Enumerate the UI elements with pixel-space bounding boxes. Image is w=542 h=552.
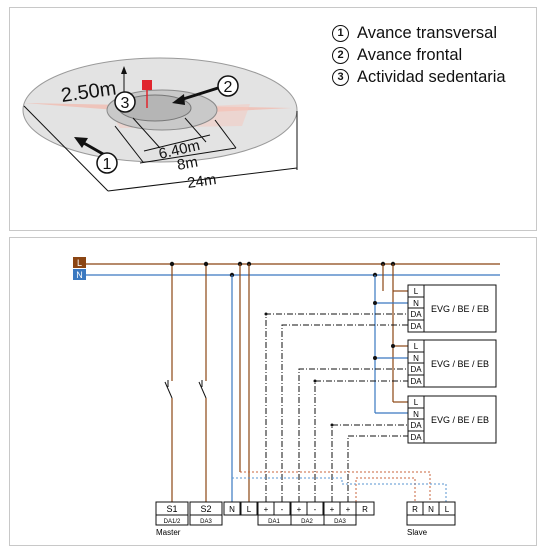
slave-label: Slave — [407, 528, 428, 537]
svg-text:N: N — [413, 354, 419, 363]
svg-text:L: L — [414, 398, 419, 407]
svg-text:DA: DA — [410, 421, 422, 430]
svg-text:S1: S1 — [166, 504, 177, 514]
svg-text:DA: DA — [410, 322, 422, 331]
outer-dimension-label: 24m — [186, 171, 217, 192]
mid-dimension-label: 8m — [176, 154, 199, 174]
svg-text:DA1: DA1 — [268, 519, 280, 525]
svg-text:-: - — [281, 505, 284, 514]
svg-text:L: L — [247, 505, 252, 514]
line-L-label: L — [77, 258, 82, 268]
master-label: Master — [156, 528, 181, 537]
svg-text:S2: S2 — [200, 504, 211, 514]
callout-1: 1 — [103, 156, 112, 173]
wiring-diagram: L N — [73, 257, 500, 537]
callout-2: 2 — [224, 79, 233, 96]
svg-text:R: R — [412, 505, 418, 514]
wiring-diagram-panel: L N — [9, 237, 537, 546]
svg-text:L: L — [445, 505, 450, 514]
svg-text:N: N — [229, 505, 235, 514]
svg-text:L: L — [414, 287, 419, 296]
ballast-2: L N DA DA EVG / BE / EB — [407, 339, 497, 388]
svg-text:DA: DA — [410, 377, 422, 386]
svg-text:L: L — [414, 342, 419, 351]
svg-text:+: + — [264, 505, 269, 514]
svg-text:DA: DA — [410, 310, 422, 319]
master-terminal-block: S1 S2 N L + - + - + R DA1/2 DA3 DA1 DA2 … — [155, 501, 375, 537]
ballast-label: EVG / BE / EB — [431, 415, 489, 425]
callout-3: 3 — [121, 95, 130, 112]
ballast-label: EVG / BE / EB — [431, 359, 489, 369]
svg-text:N: N — [428, 505, 434, 514]
ballast-3: L N DA DA EVG / BE / EB — [407, 395, 497, 444]
master-terminal-plus: + — [346, 505, 351, 514]
svg-text:DA1/2: DA1/2 — [164, 519, 181, 525]
svg-text:DA3: DA3 — [200, 519, 212, 525]
sensor-icon — [142, 80, 152, 90]
slave-terminal-block: R N L Slave — [406, 501, 456, 537]
svg-text:N: N — [413, 299, 419, 308]
svg-text:+: + — [330, 505, 335, 514]
svg-text:R: R — [362, 505, 368, 514]
svg-text:DA3: DA3 — [334, 519, 346, 525]
ballast-label: EVG / BE / EB — [431, 304, 489, 314]
svg-text:-: - — [314, 505, 317, 514]
detection-area-drawing: 2.50m 6.40m 8m 24m 3 2 1 — [22, 57, 298, 192]
ballast-1: L N DA DA EVG / BE / EB — [407, 284, 497, 333]
svg-text:+: + — [297, 505, 302, 514]
svg-text:DA2: DA2 — [301, 519, 313, 525]
svg-text:DA: DA — [410, 433, 422, 442]
svg-text:DA: DA — [410, 365, 422, 374]
line-N-label: N — [76, 270, 83, 280]
svg-text:N: N — [413, 410, 419, 419]
